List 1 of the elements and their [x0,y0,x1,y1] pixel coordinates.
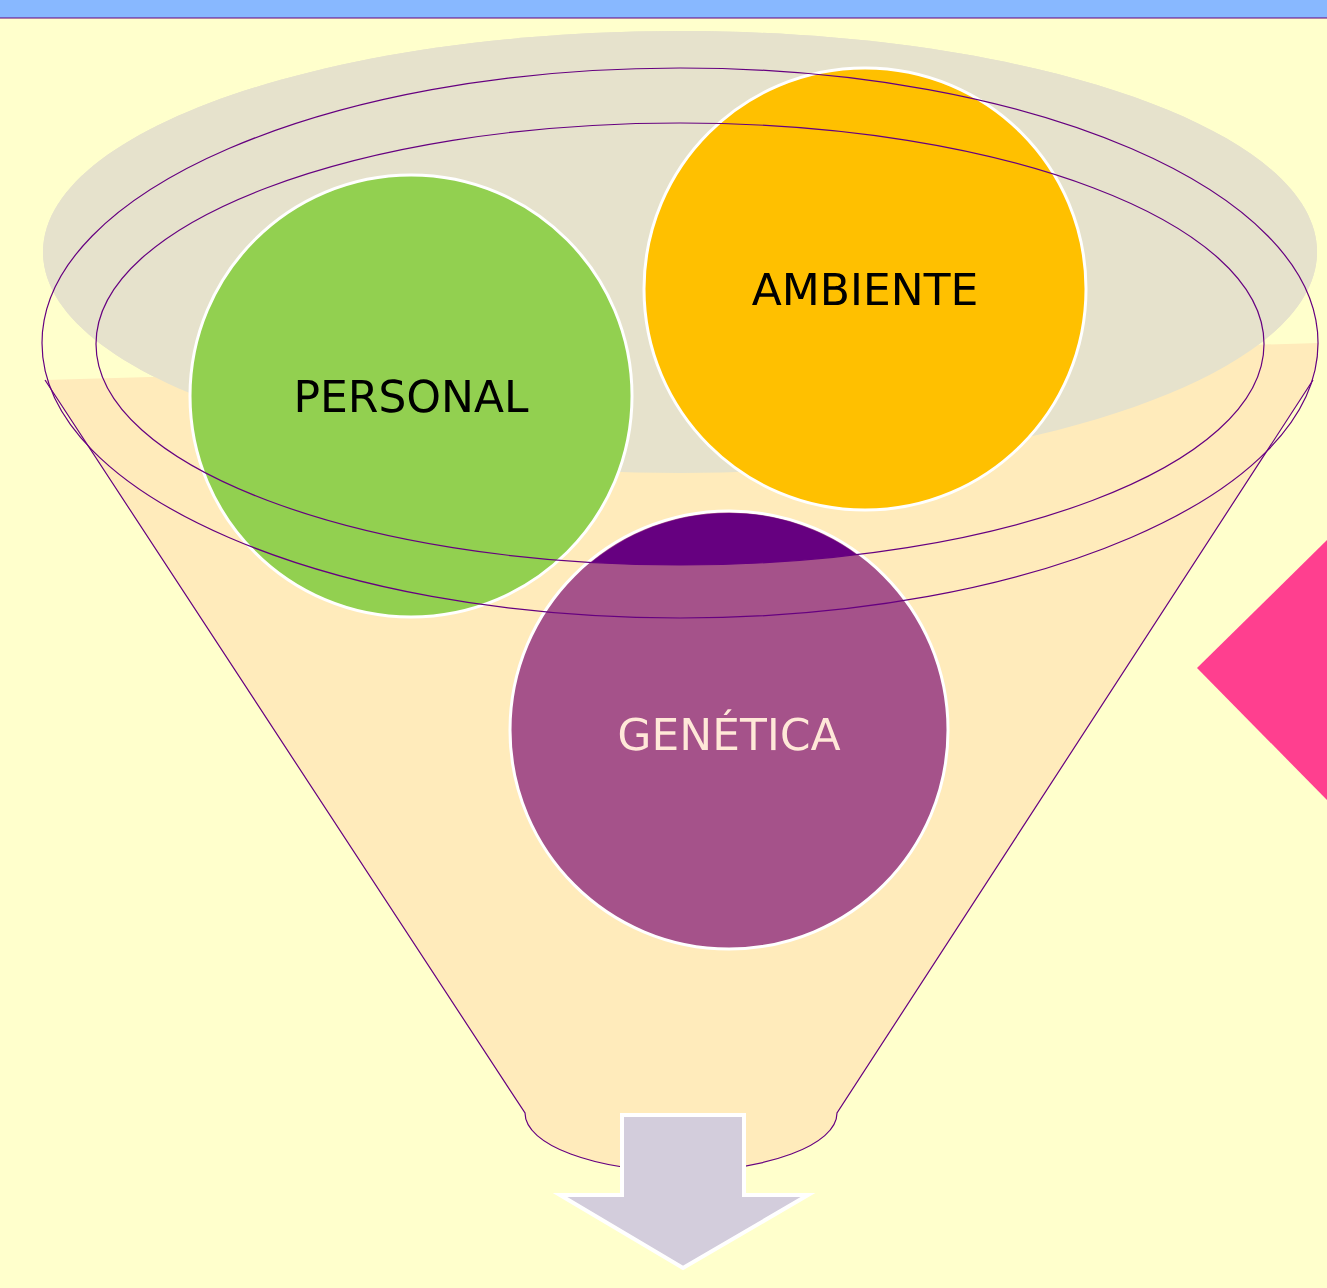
triangle [1197,540,1327,800]
